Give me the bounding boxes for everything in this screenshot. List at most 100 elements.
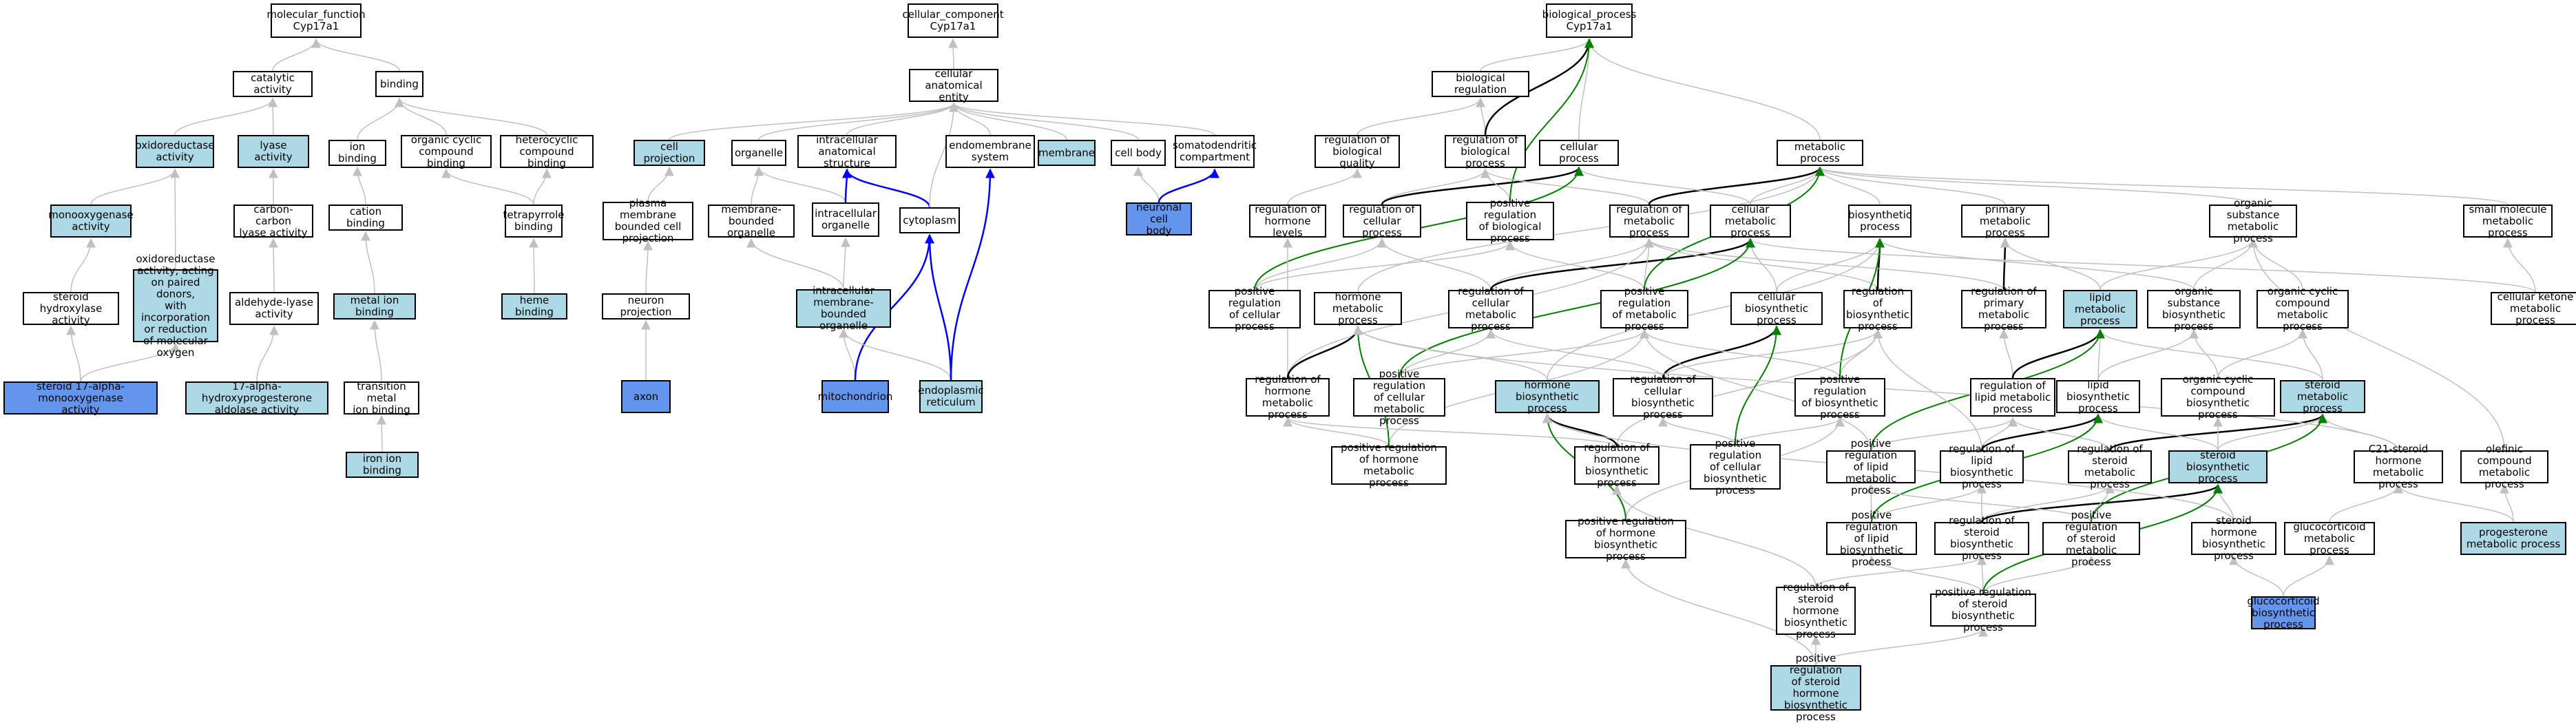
node-positive-regulation-of-cellular-biosynthetic-process[interactable]: positive regulation of cellular biosynth…	[1690, 437, 1781, 496]
node-steroid-17-alpha-monooxygenase[interactable]: steroid 17-alpha-monooxygenase activity	[3, 380, 158, 415]
node-regulation-of-hormone-metabolic-process[interactable]: regulation of hormone metabolic process	[1246, 374, 1330, 421]
node-organic-cyclic-compound-binding[interactable]: organic cyclic compound binding	[401, 134, 492, 169]
node-steroid-biosynthetic-process[interactable]: steroid biosynthetic process	[2168, 449, 2268, 484]
node-hormone-biosynthetic-process[interactable]: hormone biosynthetic process	[1495, 379, 1600, 414]
node-endoplasmic-reticulum[interactable]: endoplasmic reticulum	[918, 380, 984, 413]
node-organic-substance-metabolic-process[interactable]: organic substance metabolic process	[2209, 198, 2297, 244]
node-neuronal-cell-body[interactable]: neuronal cell body	[1126, 201, 1192, 236]
node-organelle[interactable]: organelle	[731, 140, 786, 166]
node-regulation-of-hormone-levels[interactable]: regulation of hormone levels	[1249, 203, 1326, 238]
node-tetrapyrrole-binding[interactable]: tetrapyrrole binding	[503, 205, 565, 238]
node-molecular-function-root[interactable]: molecular_function Cyp17a1	[266, 3, 366, 38]
node-lyase-activity[interactable]: lyase activity	[238, 135, 309, 168]
node-ion-binding[interactable]: ion binding	[328, 140, 386, 166]
node-organic-substance-biosynthetic-process[interactable]: organic substance biosynthetic process	[2147, 286, 2241, 333]
node-aldehyde-lyase[interactable]: aldehyde-lyase activity	[229, 292, 319, 325]
node-cell-projection[interactable]: cell projection	[633, 140, 705, 166]
node-endomembrane-system[interactable]: endomembrane system	[945, 135, 1035, 168]
node-regulation-of-biological-process[interactable]: regulation of biological process	[1445, 134, 1526, 169]
node-metabolic-process[interactable]: metabolic process	[1777, 140, 1863, 166]
node-positive-regulation-of-steroid-hormone-biosynthetic-process[interactable]: positive regulation of steroid hormone b…	[1770, 653, 1861, 723]
node-neuron-projection[interactable]: neuron projection	[602, 293, 690, 319]
node-cellular-process[interactable]: cellular process	[1539, 140, 1619, 166]
node-metal-ion-binding[interactable]: metal ion binding	[333, 293, 416, 319]
node-small-molecule-metabolic-process[interactable]: small molecule metabolic process	[2463, 203, 2553, 238]
node-regulation-of-hormone-biosynthetic-process[interactable]: regulation of hormone biosynthetic proce…	[1574, 442, 1659, 489]
node-membrane-bounded-organelle[interactable]: membrane-bounded organelle	[708, 203, 795, 238]
node-cell-body[interactable]: cell body	[1111, 140, 1166, 166]
node-lipid-metabolic-process[interactable]: lipid metabolic process	[2063, 290, 2137, 328]
node-hydroxyprogesterone-aldolase[interactable]: 17-alpha-hydroxyprogesterone aldolase ac…	[185, 380, 328, 415]
edge-mito-to-cytoplasm	[854, 233, 934, 381]
node-catalytic-activity[interactable]: catalytic activity	[233, 71, 313, 97]
node-biological-regulation[interactable]: biological regulation	[1432, 71, 1529, 97]
node-steroid-metabolic-process[interactable]: steroid metabolic process	[2280, 379, 2365, 414]
node-regulation-of-lipid-biosynthetic-process[interactable]: regulation of lipid biosynthetic process	[1940, 443, 2024, 490]
node-cellular-anatomical-entity[interactable]: cellular anatomical entity	[909, 67, 998, 103]
node-monooxygenase-activity[interactable]: monooxygenase activity	[48, 205, 134, 238]
node-axon[interactable]: axon	[621, 380, 671, 413]
node-binding[interactable]: binding	[375, 71, 423, 97]
node-regulation-of-biosynthetic-process[interactable]: regulation of biosynthetic process	[1843, 286, 1912, 333]
node-label: cell projection	[643, 140, 695, 165]
node-cellular-ketone-metabolic-process[interactable]: cellular ketone metabolic process	[2491, 291, 2576, 326]
node-positive-regulation-of-cellular-metabolic-process[interactable]: positive regulation of cellular metaboli…	[1353, 368, 1445, 426]
node-biosynthetic-process[interactable]: biosynthetic process	[1848, 205, 1912, 238]
node-intracellular-membrane-bounded-organelle[interactable]: intracellular membrane-bounded organelle	[796, 285, 891, 332]
node-mitochondrion[interactable]: mitochondrion	[818, 380, 892, 413]
node-positive-regulation-of-lipid-biosynthetic-process[interactable]: positive regulation of lipid biosyntheti…	[1826, 509, 1917, 567]
node-heme-binding[interactable]: heme binding	[501, 293, 567, 319]
node-plasma-membrane-bounded-cell-projection[interactable]: plasma membrane bounded cell projection	[603, 198, 693, 244]
node-regulation-of-steroid-hormone-biosynthetic-process[interactable]: regulation of steroid hormone biosynthet…	[1776, 581, 1856, 640]
node-cytoplasm[interactable]: cytoplasm	[899, 207, 960, 233]
node-primary-metabolic-process[interactable]: primary metabolic process	[1961, 203, 2049, 238]
edge-imbo-to-mbo	[746, 238, 844, 290]
node-organic-cyclic-compound-metabolic-process[interactable]: organic cyclic compound metabolic proces…	[2256, 286, 2349, 333]
node-regulation-of-metabolic-process[interactable]: regulation of metabolic process	[1609, 203, 1689, 238]
node-regulation-of-lipid-metabolic-process[interactable]: regulation of lipid metabolic process	[1970, 378, 2055, 417]
node-c21-steroid-hormone-metabolic-process[interactable]: C21-steroid hormone metabolic process	[2354, 443, 2443, 490]
node-positive-regulation-of-biosynthetic-process[interactable]: positive regulation of biosynthetic proc…	[1794, 374, 1885, 421]
node-positive-regulation-of-steroid-biosynthetic-process[interactable]: positive regulation of steroid biosynthe…	[1930, 587, 2036, 633]
node-biological-process-root[interactable]: biological_process Cyp17a1	[1542, 3, 1636, 38]
node-glucocorticoid-biosynthetic-process[interactable]: glucocorticoid biosynthetic process	[2247, 595, 2319, 630]
node-cellular-component-root[interactable]: cellular_component Cyp17a1	[902, 3, 1004, 38]
node-regulation-of-steroid-metabolic-process[interactable]: regulation of steroid metabolic process	[2068, 443, 2152, 490]
node-positive-regulation-of-hormone-metabolic-process[interactable]: positive regulation of hormone metabolic…	[1331, 442, 1447, 489]
node-positive-regulation-of-metabolic-process[interactable]: positive regulation of metabolic process	[1600, 286, 1688, 333]
node-hormone-metabolic-process[interactable]: hormone metabolic process	[1314, 291, 1402, 326]
node-regulation-of-primary-metabolic-process[interactable]: regulation of primary metabolic process	[1961, 286, 2046, 333]
node-carbon-carbon-lyase[interactable]: carbon-carbon lyase activity	[233, 203, 313, 238]
node-oxidoreductase-activity[interactable]: oxidoreductase activity	[136, 135, 214, 168]
node-glucocorticoid-metabolic-process[interactable]: glucocorticoid metabolic process	[2284, 521, 2375, 556]
node-progesterone-metabolic-process[interactable]: progesterone metabolic process	[2460, 522, 2566, 555]
node-positive-regulation-of-biological-process[interactable]: positive regulation of biological proces…	[1466, 198, 1554, 244]
node-regulation-of-steroid-biosynthetic-process[interactable]: regulation of steroid biosynthetic proce…	[1934, 515, 2029, 562]
node-steroid-hydroxylase[interactable]: steroid hydroxylase activity	[23, 291, 119, 326]
node-cellular-metabolic-process[interactable]: cellular metabolic process	[1710, 203, 1791, 238]
node-cation-binding[interactable]: cation binding	[328, 205, 403, 231]
node-steroid-hormone-biosynthetic-process[interactable]: steroid hormone biosynthetic process	[2191, 515, 2276, 562]
node-intracellular-organelle[interactable]: intracellular organelle	[812, 202, 879, 237]
node-regulation-of-cellular-biosynthetic-process[interactable]: regulation of cellular biosynthetic proc…	[1613, 374, 1713, 421]
node-intracellular-anatomical-structure[interactable]: intracellular anatomical structure	[797, 134, 897, 169]
node-organic-cyclic-compound-biosynthetic-process[interactable]: organic cyclic compound biosynthetic pro…	[2161, 374, 2275, 421]
node-membrane[interactable]: membrane	[1038, 140, 1096, 166]
node-iron-ion-binding[interactable]: iron ion binding	[346, 452, 419, 478]
node-regulation-of-cellular-metabolic-process[interactable]: regulation of cellular metabolic process	[1448, 286, 1533, 333]
node-lipid-biosynthetic-process[interactable]: lipid biosynthetic process	[2056, 379, 2140, 414]
node-positive-regulation-of-lipid-metabolic-process[interactable]: positive regulation of lipid metabolic p…	[1826, 437, 1916, 496]
node-oxidoreductase-paired-donors[interactable]: oxidoreductase activity, acting on paire…	[133, 253, 218, 358]
node-positive-regulation-of-cellular-process[interactable]: positive regulation of cellular process	[1208, 286, 1301, 333]
node-positive-regulation-of-hormone-biosynthetic-process[interactable]: positive regulation of hormone biosynthe…	[1565, 516, 1686, 563]
node-regulation-of-biological-quality[interactable]: regulation of biological quality	[1315, 134, 1400, 169]
node-label: oxidoreductase activity, acting on paire…	[136, 252, 216, 359]
node-somatodendritic-compartment[interactable]: somatodendritic compartment	[1173, 135, 1257, 168]
node-heterocyclic-compound-binding[interactable]: heterocyclic compound binding	[500, 134, 594, 169]
node-olefinic-compound-metabolic-process[interactable]: olefinic compound metabolic process	[2460, 443, 2548, 490]
node-transition-metal-ion-binding[interactable]: transition metal ion binding	[344, 380, 419, 415]
node-regulation-of-cellular-process[interactable]: regulation of cellular process	[1343, 203, 1421, 238]
node-positive-regulation-of-steroid-metabolic-process[interactable]: positive regulation of steroid metabolic…	[2042, 509, 2140, 567]
node-cellular-biosynthetic-process[interactable]: cellular biosynthetic process	[1730, 291, 1823, 326]
